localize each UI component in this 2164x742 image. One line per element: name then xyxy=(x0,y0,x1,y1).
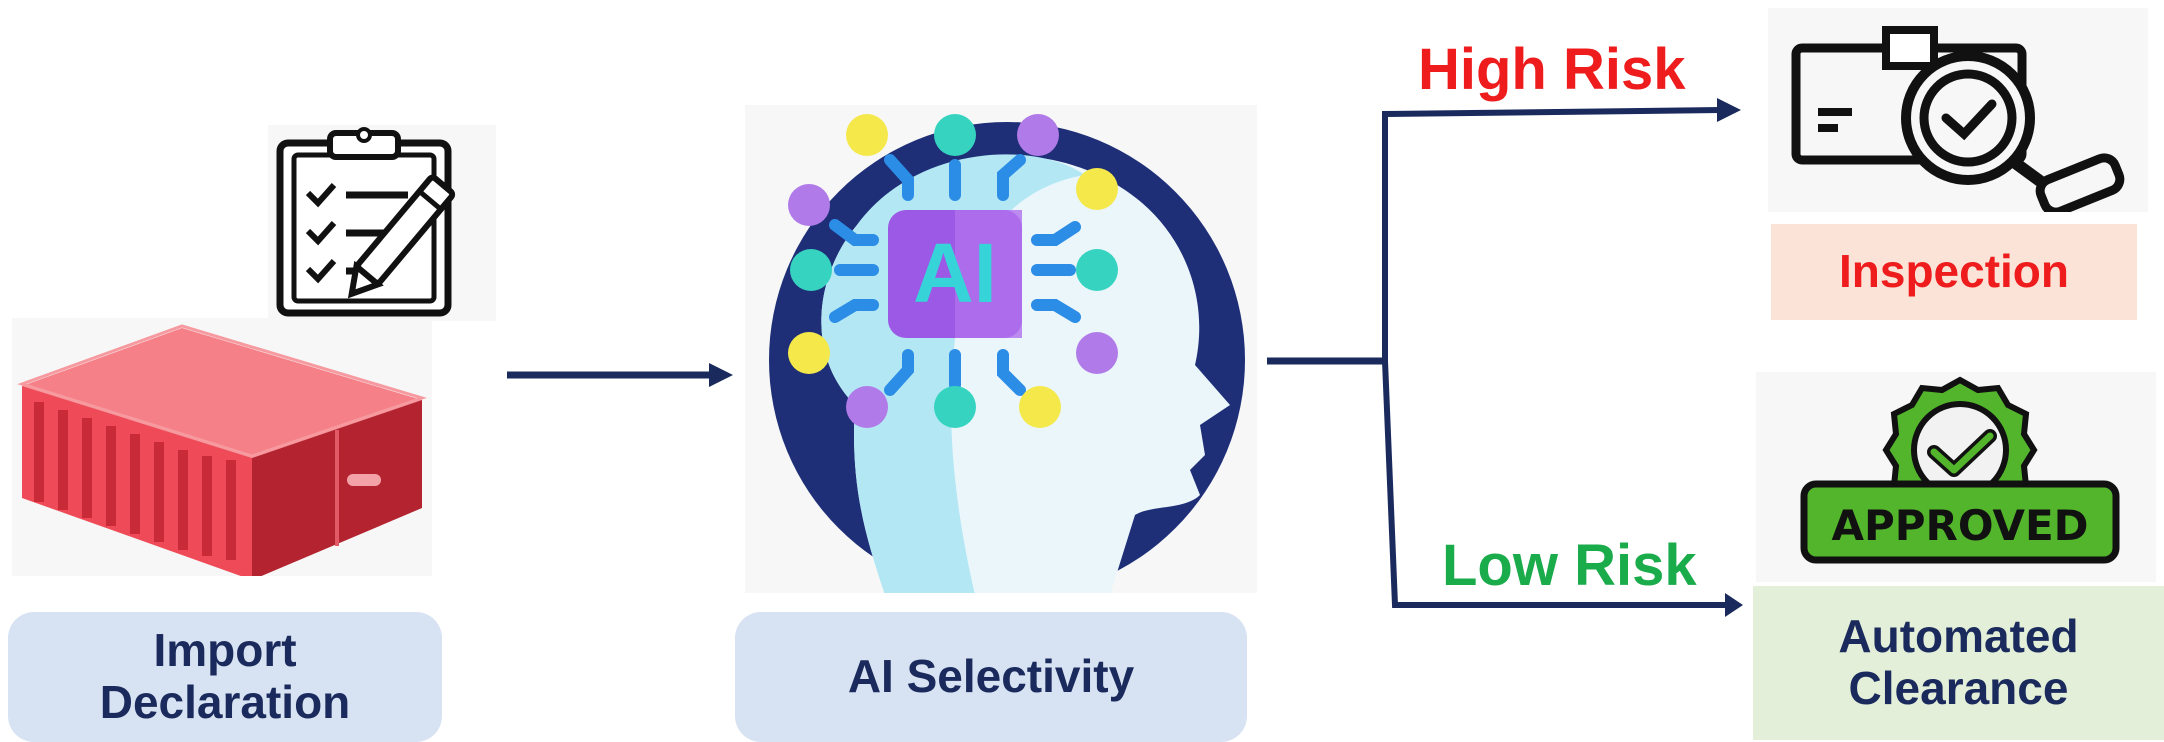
import-declaration-label: Import Declaration xyxy=(8,612,442,742)
package-magnifier-icon xyxy=(1768,8,2148,217)
approved-stamp-text: APPROVED xyxy=(1831,501,2088,550)
flow-arrow xyxy=(505,360,735,390)
inspection-text: Inspection xyxy=(1838,245,2070,298)
automated-clearance-label: Automated Clearance xyxy=(1753,586,2164,740)
inspection-label: Inspection xyxy=(1771,224,2137,320)
shipping-container-icon xyxy=(12,318,432,580)
branch-connector xyxy=(1265,90,1745,630)
low-risk-label: Low Risk xyxy=(1442,533,1697,598)
automated-line1: Automated xyxy=(1838,610,2079,663)
import-label-line2: Declaration xyxy=(99,676,351,728)
ai-selectivity-label: AI Selectivity xyxy=(735,612,1247,742)
ai-chip-text: AI xyxy=(913,226,997,320)
checklist-icon xyxy=(268,125,496,321)
automated-line2: Clearance xyxy=(1848,662,2069,714)
high-risk-label: High Risk xyxy=(1418,37,1686,102)
ai-brain-head-icon: AI xyxy=(745,105,1257,598)
approved-badge-icon: APPROVED xyxy=(1756,372,2156,582)
import-label-line1: Import xyxy=(153,624,297,677)
ai-selectivity-text: AI Selectivity xyxy=(847,650,1135,703)
